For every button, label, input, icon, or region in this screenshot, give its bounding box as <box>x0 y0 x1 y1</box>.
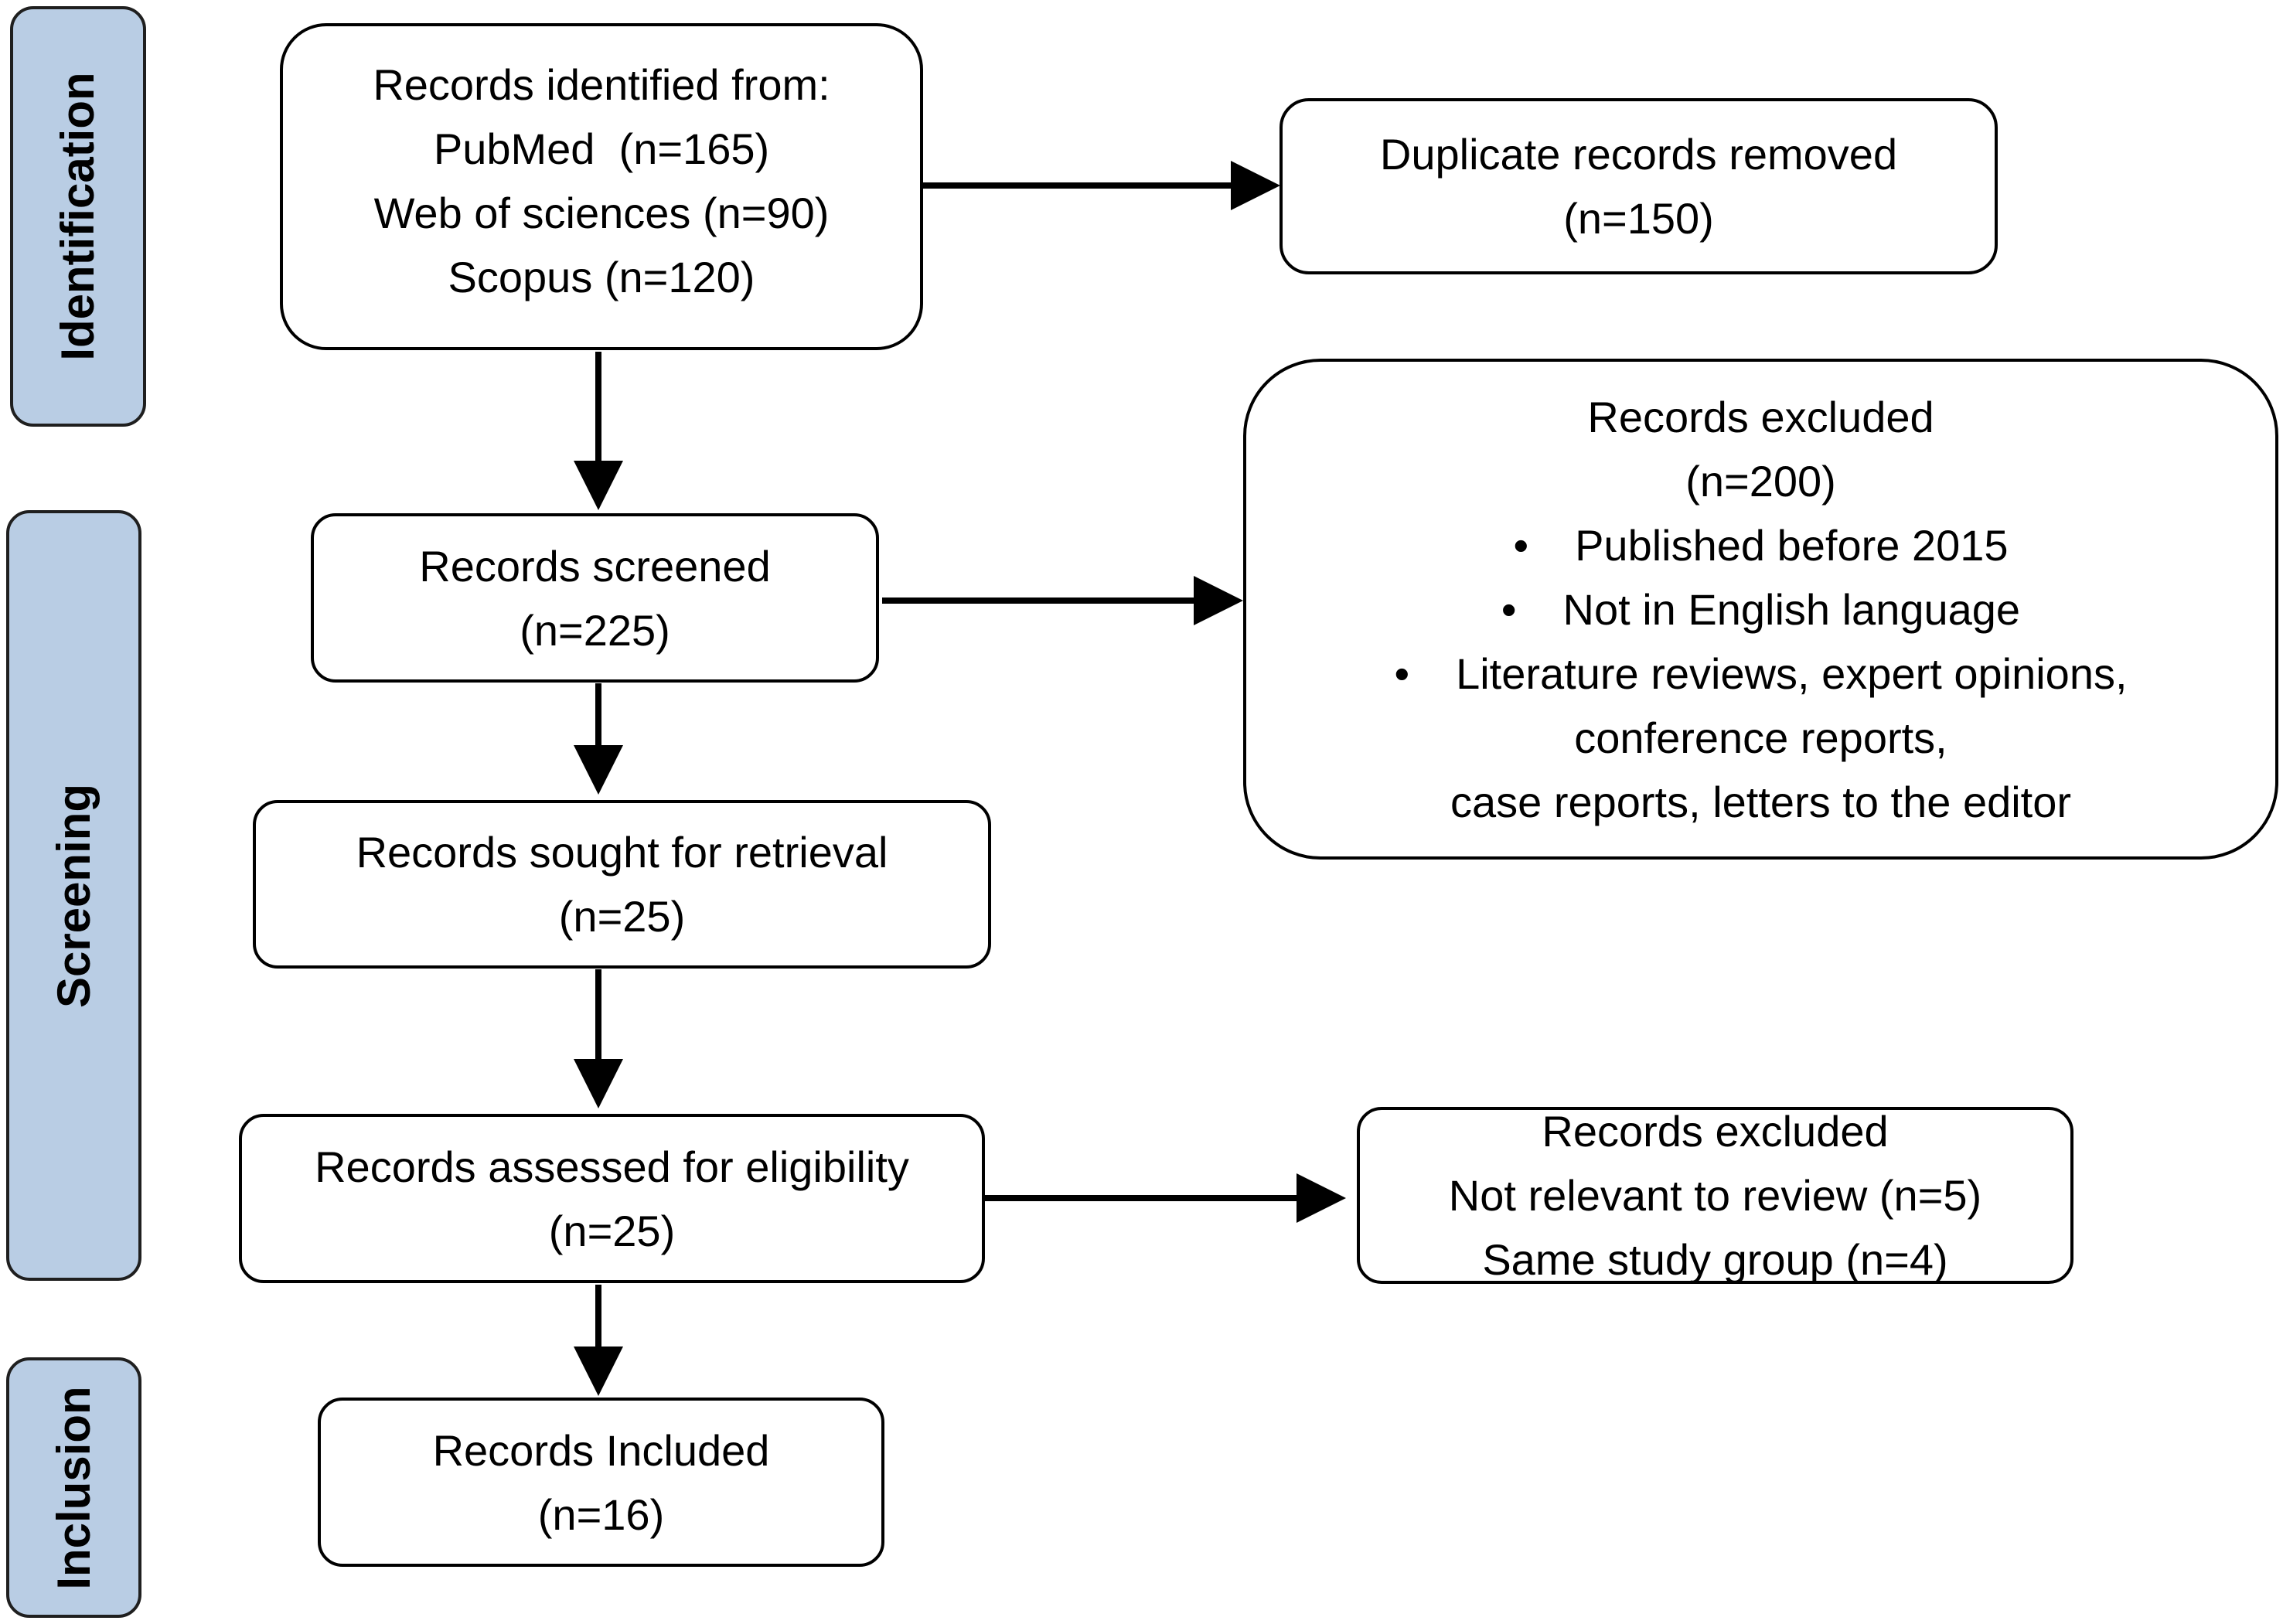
box-records-excluded-screening: Records excluded (n=200) • Published befo… <box>1243 359 2278 860</box>
duplicates-label: Duplicate records removed <box>1379 130 1898 179</box>
screened-label: Records screened <box>419 541 771 591</box>
phase-identification: Identification <box>10 6 146 427</box>
excluded-continuation: conference reports, <box>1574 713 1947 762</box>
identified-wos: Web of sciences (n=90) <box>373 189 830 237</box>
screened-count: (n=225) <box>520 605 670 655</box>
phase-screening: Screening <box>6 510 141 1281</box>
phase-inclusion: Inclusion <box>6 1357 141 1618</box>
excluded2-same-group: Same study group (n=4) <box>1482 1235 1948 1284</box>
retrieval-count: (n=25) <box>558 892 686 941</box>
phase-inclusion-label: Inclusion <box>47 1385 100 1590</box>
excluded-title: Records excluded <box>1587 392 1934 441</box>
duplicates-count: (n=150) <box>1563 194 1714 243</box>
excluded-bullet-text: Literature reviews, expert opinions, <box>1456 649 2128 698</box>
excluded2-not-relevant: Not relevant to review (n=5) <box>1448 1171 1982 1220</box>
identified-scopus: Scopus (n=120) <box>448 253 755 301</box>
bullet-icon: • <box>1501 584 1517 634</box>
excluded-bullet-item: • Published before 2015 <box>1513 513 2008 577</box>
excluded-count: (n=200) <box>1685 456 1836 506</box>
box-records-identified: Records identified from: PubMed (n=165) … <box>280 23 923 350</box>
eligibility-count: (n=25) <box>548 1206 676 1255</box>
bullet-icon: • <box>1394 649 1410 698</box>
box-duplicates-removed: Duplicate records removed (n=150) <box>1280 98 1998 274</box>
box-records-included: Records Included (n=16) <box>318 1398 884 1567</box>
bullet-icon: • <box>1513 520 1529 570</box>
excluded-bullet-item: • Literature reviews, expert opinions, <box>1394 642 2127 706</box>
box-records-eligibility: Records assessed for eligibility (n=25) <box>239 1114 985 1283</box>
excluded2-title: Records excluded <box>1542 1107 1889 1156</box>
box-records-screened: Records screened (n=225) <box>311 513 879 683</box>
excluded-bullet-text: Not in English language <box>1562 584 2021 634</box>
identified-pubmed: PubMed (n=165) <box>433 124 770 173</box>
box-records-excluded-eligibility: Records excluded Not relevant to review … <box>1357 1107 2073 1284</box>
excluded-bullet-item: • Not in English language <box>1501 577 2020 642</box>
excluded-bullet-text: Published before 2015 <box>1575 520 2009 570</box>
included-count: (n=16) <box>537 1490 665 1539</box>
phase-identification-label: Identification <box>52 72 104 361</box>
box-records-retrieval: Records sought for retrieval (n=25) <box>253 800 991 969</box>
phase-screening-label: Screening <box>47 783 100 1008</box>
eligibility-label: Records assessed for eligibility <box>315 1142 909 1191</box>
excluded-continuation: case reports, letters to the editor <box>1450 777 2072 826</box>
identified-heading: Records identified from: <box>373 60 830 109</box>
retrieval-label: Records sought for retrieval <box>356 828 888 877</box>
included-label: Records Included <box>432 1425 770 1475</box>
